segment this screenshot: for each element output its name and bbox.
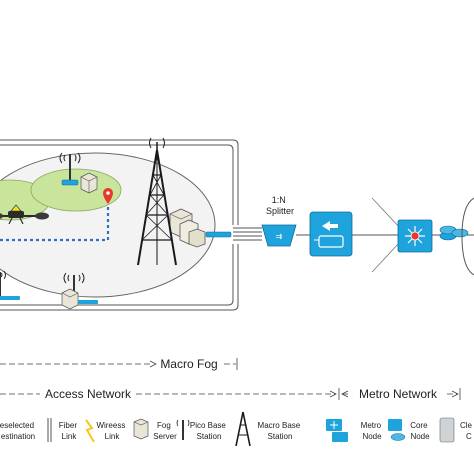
legend-macro-base-station-icon [235, 411, 251, 447]
fog-server-cluster [169, 208, 232, 248]
fog-server-icon-bottom [61, 288, 98, 310]
core-node-icon [439, 225, 469, 241]
legend-pico-base-station-icon [176, 419, 190, 440]
legend-fog-server: Fog Server [153, 421, 177, 441]
legend-fog-server-icon [133, 418, 149, 440]
legend-cloud: Cle C [460, 421, 474, 441]
metro-network-label: Metro Network [359, 387, 438, 401]
pico-coverage-area-right [30, 168, 122, 212]
splitter-label: 1:N Splitter [266, 195, 294, 216]
legend-wireless-link: Wireess Link [96, 421, 127, 441]
drone-route [0, 206, 110, 242]
pico-base-station-bottom [63, 272, 85, 297]
legend-macro-base-station: Macro Base Station [258, 421, 303, 441]
legend-cloud-icon [439, 417, 455, 443]
access-network-boundary [0, 139, 239, 311]
legend-metro-node: Metro Node [361, 421, 384, 441]
macro-fog-bracket [0, 358, 238, 370]
svg-text:⇉: ⇉ [276, 232, 283, 241]
legend-metro-node-icon [326, 419, 348, 442]
macro-base-station-icon [137, 137, 177, 266]
legend-pico-base-station: Pico Base Station [190, 421, 228, 441]
core-network-area [461, 197, 474, 276]
pico-base-station-top [59, 152, 81, 186]
legend-fiber-link: Fiber Link [59, 421, 79, 441]
drone-icon [0, 204, 49, 225]
wireless-link-icon [59, 152, 81, 164]
access-network-label: Access Network [45, 387, 132, 401]
legend-core-node-icon [388, 419, 406, 441]
pico-base-station-left-bottom [0, 270, 20, 300]
olt-unit-icon [309, 211, 353, 257]
metro-node-icon [371, 197, 433, 273]
legend: eselected estination Fiber Link Wireess … [0, 411, 474, 447]
splitter-icon: ⇉ [261, 224, 297, 247]
legend-wireless-link-icon [85, 419, 95, 443]
fog-server-icon-top [80, 172, 98, 194]
legend-core-node: Core Node [410, 421, 430, 441]
macro-fog-label: Macro Fog [160, 357, 217, 371]
location-pin-icon [103, 188, 113, 204]
access-network-bracket [0, 388, 461, 400]
legend-preselected-destination: eselected estination [0, 421, 36, 441]
